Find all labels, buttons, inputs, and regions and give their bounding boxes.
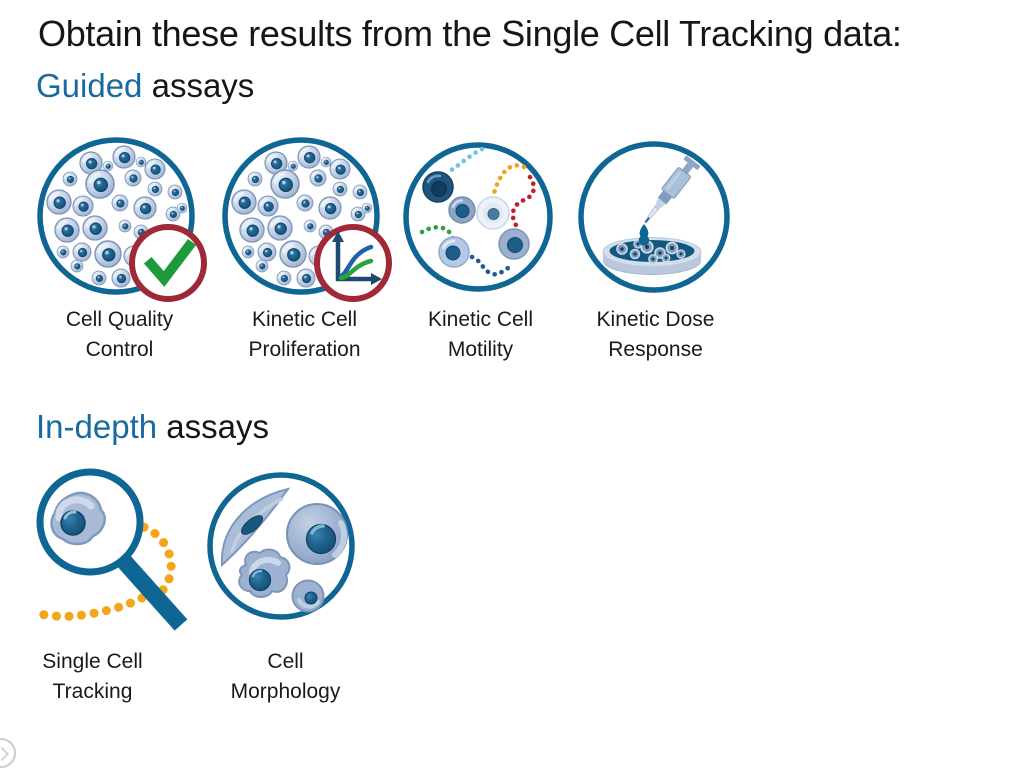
kinetic-cell-proliferation-icon bbox=[222, 137, 392, 302]
liquid-drop bbox=[638, 224, 650, 246]
in-depth-section-heading: In-depth assays bbox=[36, 407, 269, 447]
kinetic-dose-response-icon bbox=[578, 141, 730, 293]
assay-label-cell-morphology: Cell Morphology bbox=[230, 650, 341, 703]
single-cell-tracking-icon bbox=[35, 468, 188, 631]
assay-label-kinetic-cell-proliferation: Kinetic Cell Proliferation bbox=[248, 308, 361, 361]
cell-morphology-icon bbox=[207, 472, 355, 620]
assay-label-cell-quality-control: Cell Quality Control bbox=[65, 308, 174, 361]
page-title: Obtain these results from the Single Cel… bbox=[38, 13, 902, 54]
tracked-cell bbox=[50, 491, 106, 546]
amoeboid-cell bbox=[238, 548, 291, 598]
magnifier-handle bbox=[115, 553, 188, 631]
growth-curve-badge bbox=[314, 224, 392, 302]
assay-label-kinetic-cell-motility: Kinetic Cell Motility bbox=[427, 308, 534, 361]
round-cell-large bbox=[286, 503, 348, 565]
assay-label-kinetic-dose-response: Kinetic Dose Response bbox=[596, 308, 715, 361]
growth-curve-icon bbox=[332, 231, 382, 285]
pipette bbox=[644, 155, 701, 224]
in-depth-heading-rest: assays bbox=[157, 408, 269, 445]
motility-cells bbox=[422, 171, 530, 268]
checkmark-icon bbox=[143, 238, 197, 287]
kinetic-cell-motility-icon bbox=[403, 142, 553, 292]
spindle-cell bbox=[220, 487, 291, 568]
cell-quality-control-icon bbox=[37, 137, 207, 302]
petri-dish bbox=[602, 237, 702, 275]
guided-heading-highlight: Guided bbox=[36, 67, 143, 104]
assay-label-single-cell-tracking: Single Cell Tracking bbox=[42, 650, 143, 703]
page-corner-badge bbox=[0, 738, 16, 768]
round-cell-small bbox=[291, 579, 325, 613]
checkmark-badge bbox=[129, 224, 207, 302]
guided-section-heading: Guided assays bbox=[36, 66, 254, 106]
in-depth-heading-highlight: In-depth bbox=[36, 408, 158, 445]
guided-heading-rest: assays bbox=[142, 67, 255, 104]
